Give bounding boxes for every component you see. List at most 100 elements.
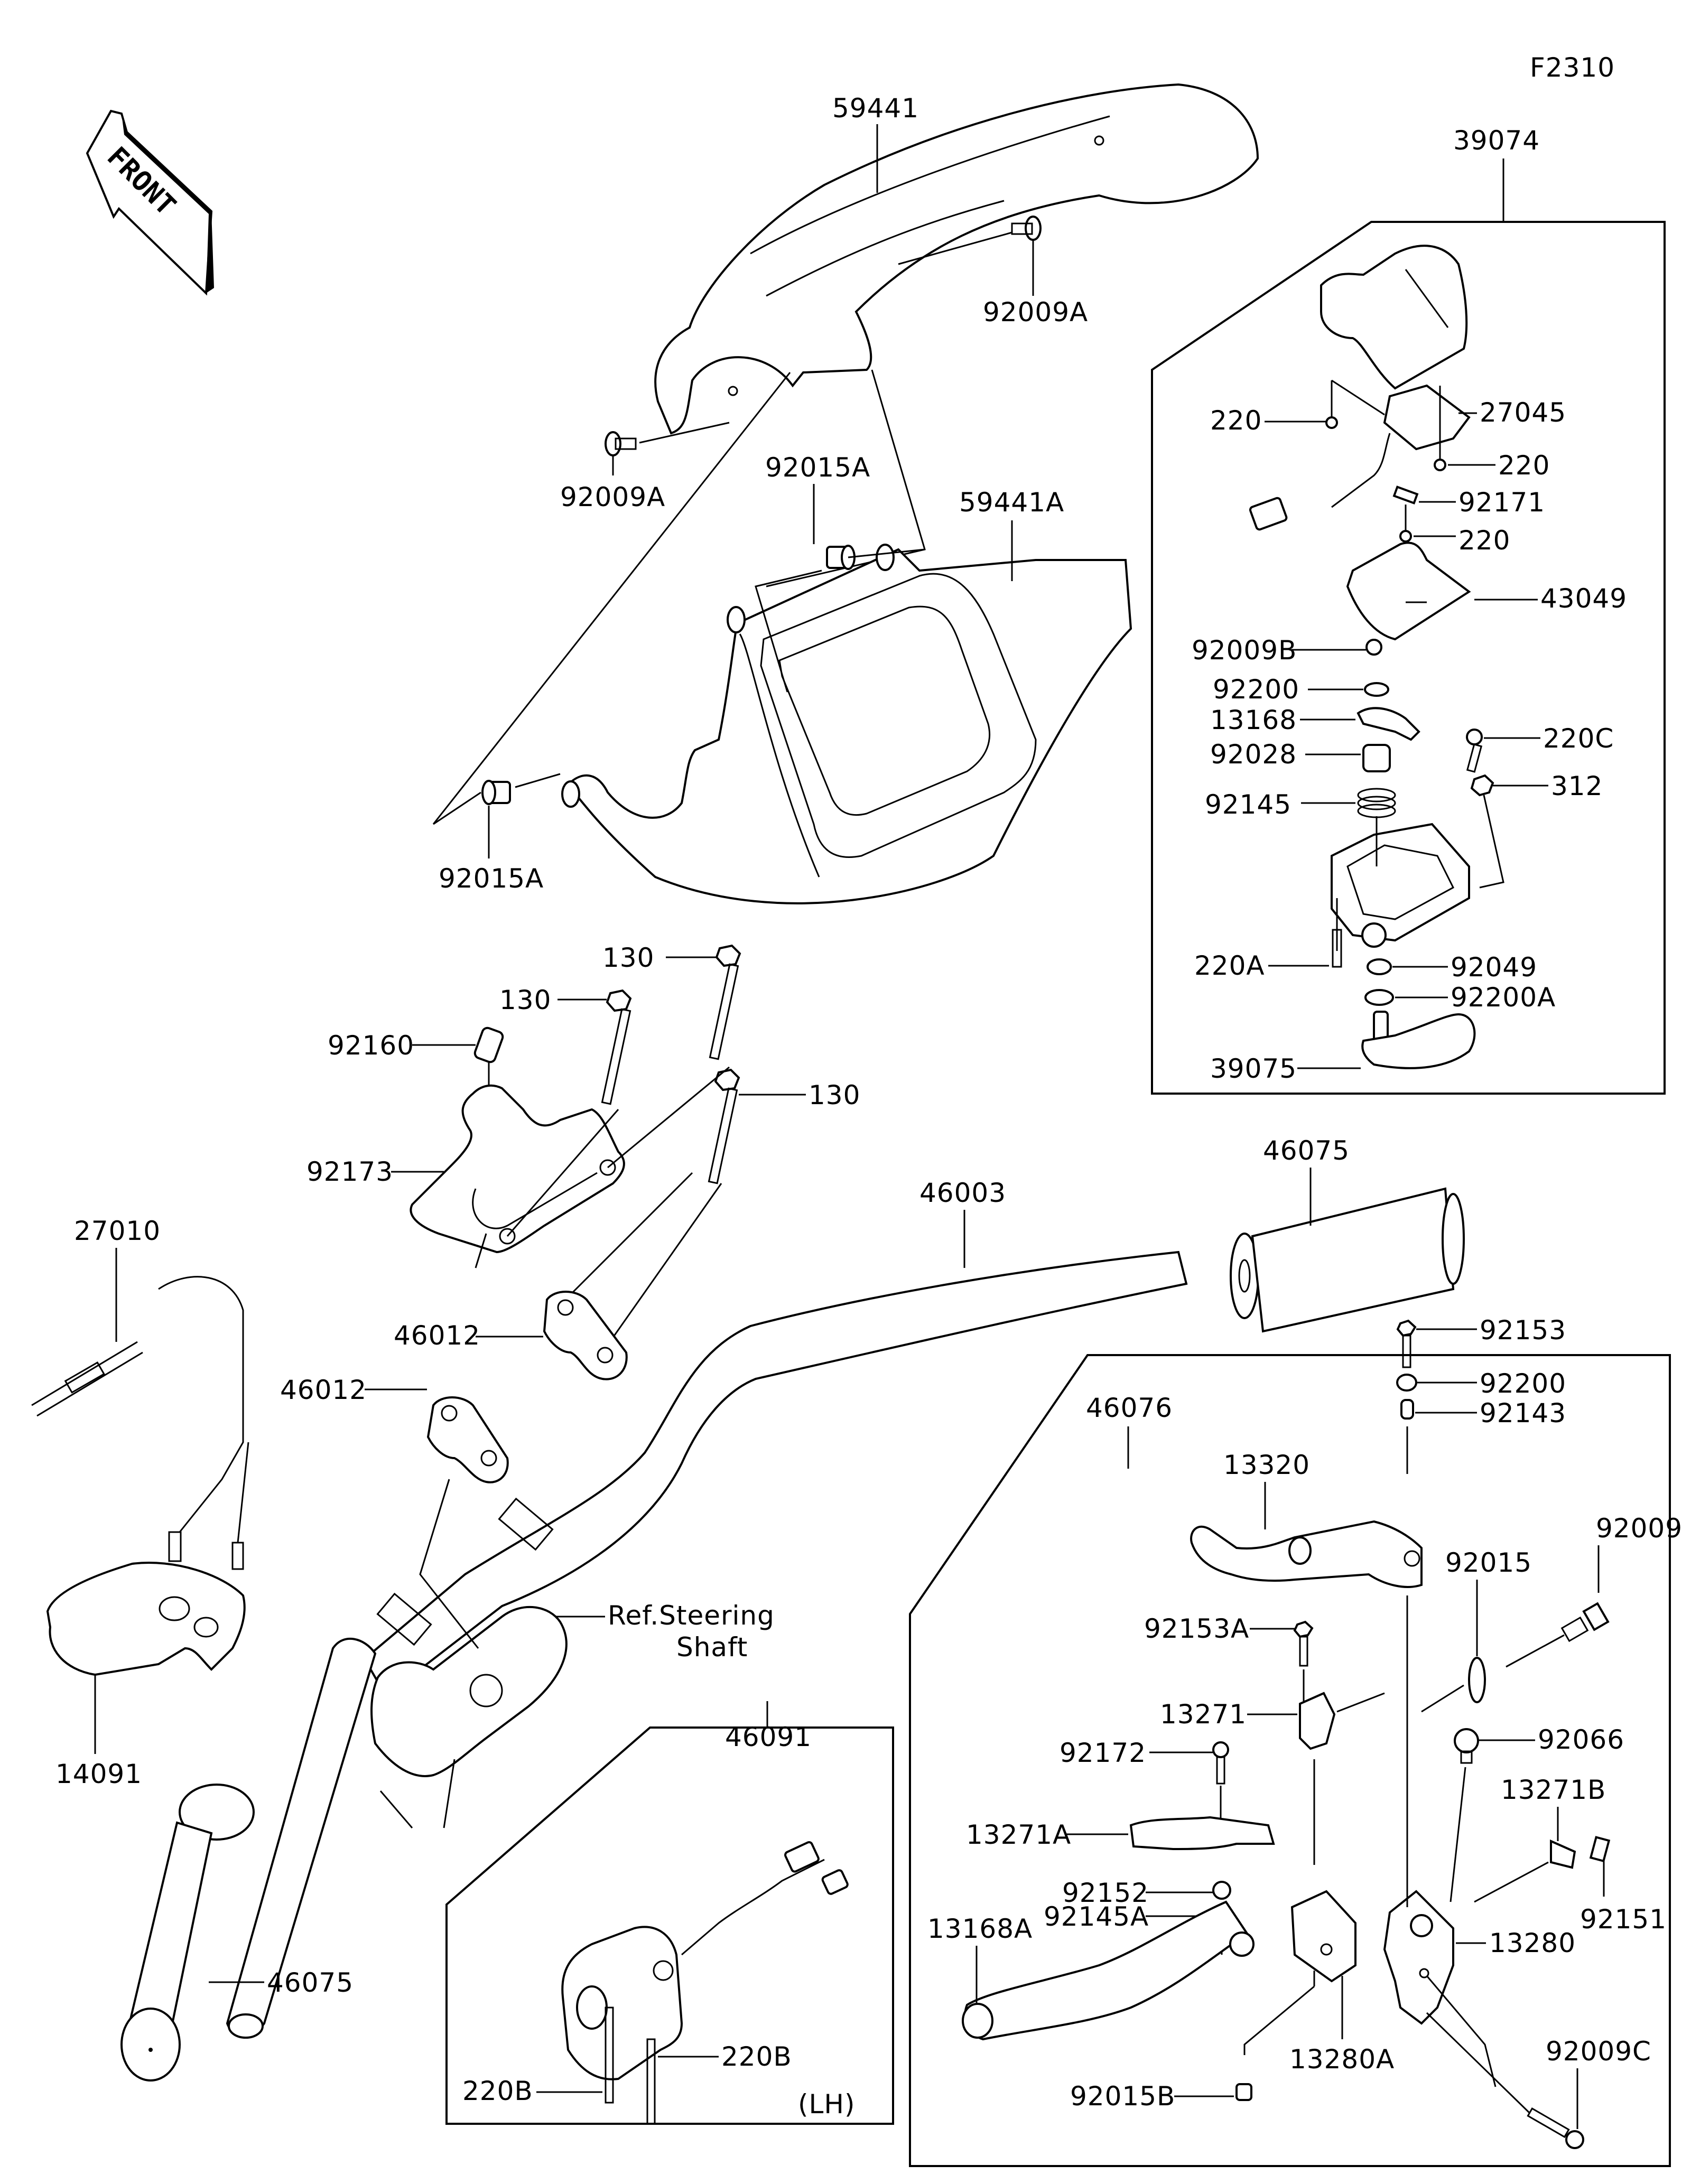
- lever-holder-13280: [1383, 1890, 1454, 2025]
- screw-92009A-right: [898, 216, 1042, 265]
- label-92015B: 92015B: [1070, 2081, 1175, 2112]
- lever-13168: [1356, 707, 1420, 741]
- label-39075: 39075: [1210, 1053, 1297, 1084]
- label-92200-a: 92200: [1213, 674, 1299, 705]
- adjuster-wheel-92015: [1468, 1657, 1486, 1703]
- label-46076: 46076: [1086, 1393, 1173, 1423]
- ref-steering-label: Ref.Steering: [608, 1600, 775, 1631]
- screw-92009A-left: [605, 422, 730, 456]
- label-13280: 13280: [1489, 1928, 1576, 1958]
- label-92009A-left: 92009A: [560, 482, 665, 512]
- label-220-a: 220: [1210, 405, 1262, 436]
- label-92066: 92066: [1538, 1724, 1624, 1755]
- clamp-46012-upper: [543, 1291, 628, 1380]
- label-220A: 220A: [1194, 950, 1265, 981]
- label-92153A: 92153A: [1144, 1613, 1249, 1644]
- washer-92200-b: [1396, 1374, 1417, 1392]
- group-box-46076: [909, 1354, 1671, 2167]
- screw-92009B: [1365, 639, 1382, 656]
- washer-92200A: [1364, 989, 1394, 1006]
- plate-13271A: [1129, 1816, 1275, 1851]
- label-13271: 13271: [1160, 1699, 1247, 1730]
- nut-92152: [1212, 1881, 1231, 1900]
- label-220C: 220C: [1543, 723, 1614, 754]
- meter-cover-59441A: [561, 544, 1132, 904]
- label-220-c: 220: [1458, 525, 1510, 556]
- collar-92143: [1400, 1399, 1414, 1420]
- label-92009: 92009: [1596, 1513, 1683, 1544]
- label-46075-left: 46075: [267, 1967, 354, 1998]
- label-92009B: 92009B: [1192, 635, 1297, 666]
- collar-92015A-bottom: [433, 773, 561, 825]
- label-92152: 92152: [1062, 1878, 1149, 1908]
- screw-220B-left: [605, 2006, 614, 2104]
- label-92145A: 92145A: [1044, 1901, 1149, 1932]
- label-92173: 92173: [306, 1156, 393, 1187]
- label-130-a: 130: [602, 942, 654, 973]
- group-box-39074: [1151, 221, 1666, 1095]
- label-92200-b: 92200: [1480, 1368, 1566, 1399]
- label-13271A: 13271A: [966, 1819, 1071, 1850]
- bracket-13271: [1299, 1692, 1336, 1750]
- bolt-220A: [1332, 929, 1342, 968]
- label-27010: 27010: [74, 1216, 161, 1246]
- label-92028: 92028: [1210, 739, 1297, 770]
- bolt-130-a: [709, 944, 741, 1060]
- label-92151: 92151: [1580, 1904, 1667, 1935]
- label-13320: 13320: [1223, 1450, 1310, 1480]
- label-92015: 92015: [1445, 1547, 1532, 1578]
- front-arrow-icon: FRONT: [86, 109, 214, 296]
- label-46012-upper: 46012: [394, 1320, 480, 1351]
- spring-92145: [1357, 788, 1396, 818]
- grip-46075-left: [120, 1784, 255, 2082]
- bolt-92153A: [1293, 1620, 1314, 1667]
- collar-92160: [473, 1026, 504, 1063]
- screw-220B-right: [646, 2038, 656, 2125]
- label-92009A-right: 92009A: [983, 297, 1088, 328]
- label-92145: 92145: [1205, 789, 1292, 820]
- label-92015A-top: 92015A: [765, 452, 870, 483]
- label-220B-right: 220B: [721, 2041, 792, 2072]
- group-box-46091: [445, 1726, 894, 2125]
- label-46003: 46003: [919, 1178, 1006, 1208]
- label-92009C: 92009C: [1546, 2036, 1651, 2067]
- clamp-46012-lower: [426, 1396, 509, 1483]
- label-92200A: 92200A: [1451, 982, 1556, 1013]
- screw-92172: [1212, 1741, 1229, 1785]
- label-43049: 43049: [1540, 583, 1627, 614]
- label-130-b: 130: [499, 985, 551, 1015]
- label-312: 312: [1551, 771, 1603, 801]
- label-92049: 92049: [1451, 952, 1537, 983]
- label-92015A-bottom: 92015A: [439, 863, 544, 894]
- handlebar-46003: [226, 1250, 1188, 2039]
- throttle-sensor-27045: [1249, 384, 1471, 531]
- steering-shaft-clamp: [370, 1606, 568, 1828]
- cap-92066: [1454, 1728, 1479, 1764]
- label-46075-right: 46075: [1263, 1135, 1350, 1166]
- label-59441: 59441: [832, 93, 919, 124]
- lever-bracket-13280A: [1290, 1890, 1356, 1983]
- ref-shaft-label: Shaft: [676, 1632, 748, 1663]
- nut-312: [1470, 774, 1494, 797]
- label-92172: 92172: [1060, 1738, 1146, 1768]
- grip-46075-right: [1230, 1187, 1465, 1333]
- upper-cover-59441: [654, 83, 1259, 435]
- cable-27010: [31, 1276, 249, 1570]
- throttle-cover-top: [1320, 245, 1468, 390]
- label-92171: 92171: [1458, 487, 1545, 518]
- throttle-cover-43049: [1346, 542, 1471, 641]
- side-note-lh: (LH): [798, 2089, 855, 2120]
- lever-13168A: [962, 1900, 1255, 2041]
- bolt-130-c: [708, 1068, 740, 1184]
- label-92153: 92153: [1480, 1315, 1566, 1346]
- label-13168: 13168: [1210, 705, 1297, 735]
- label-59441A: 59441A: [959, 487, 1064, 518]
- figure-code: F2310: [1530, 52, 1615, 83]
- label-13168A: 13168A: [927, 1914, 1033, 1944]
- label-220B-left: 220B: [462, 2076, 533, 2106]
- label-27045: 27045: [1480, 397, 1566, 428]
- lever-13320: [1190, 1520, 1423, 1588]
- throttle-lever-39075: [1361, 1011, 1476, 1069]
- label-92160: 92160: [328, 1030, 414, 1061]
